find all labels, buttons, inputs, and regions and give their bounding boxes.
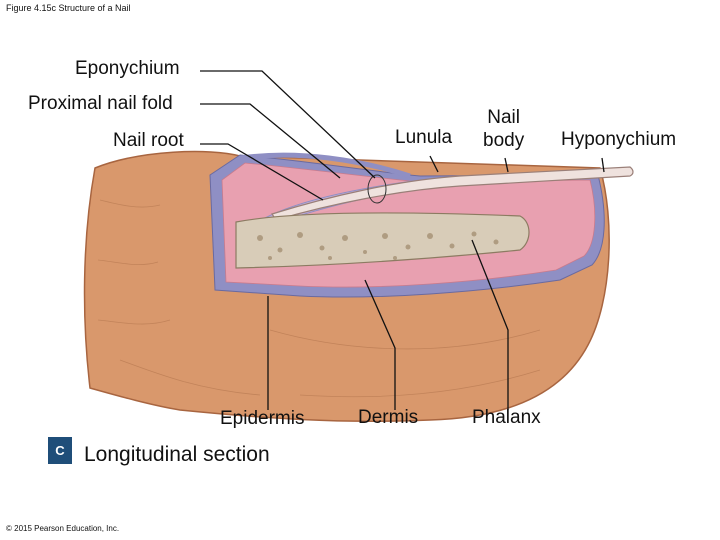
label-epidermis: Epidermis [220, 408, 304, 430]
label-lunula: Lunula [395, 127, 452, 149]
label-eponychium: Eponychium [75, 58, 180, 80]
label-proximal-nail-fold: Proximal nail fold [28, 93, 173, 115]
label-nail-body-line1: Nail [483, 106, 524, 129]
label-phalanx: Phalanx [472, 407, 541, 429]
label-nail-root: Nail root [113, 130, 184, 152]
label-dermis: Dermis [358, 407, 418, 429]
label-hyponychium: Hyponychium [561, 129, 676, 151]
label-nail-body: Nail body [483, 106, 524, 152]
panel-letter-badge: C [48, 437, 72, 464]
figure-caption: Longitudinal section [84, 443, 270, 467]
copyright-notice: © 2015 Pearson Education, Inc. [6, 524, 119, 533]
label-nail-body-line2: body [483, 129, 524, 152]
